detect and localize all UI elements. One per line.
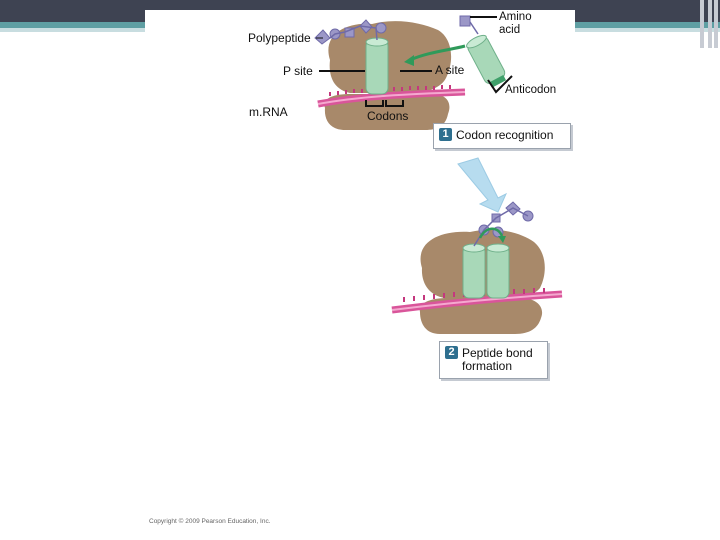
step-1-box: 1 Codon recognition [433,123,571,149]
ribosome-small-subunit [324,94,450,130]
polypeptide-chain [314,19,387,45]
a-site-label: A site [435,63,465,77]
mrna-label: m.RNA [249,105,288,119]
step-transition-arrow [457,157,508,213]
anticodon-label: Anticodon [505,84,557,96]
amino-acid-label-line2: acid [499,24,521,36]
trna-a-site-2 [486,245,510,299]
step-2-box: 2 Peptide bond formation [439,341,548,379]
polypeptide-label: Polypeptide [248,31,311,45]
step-2-number: 2 [445,346,458,359]
amino-acid-label-line1: Amino [499,11,532,23]
step-1-number: 1 [439,128,452,141]
slide-corner-line [700,0,704,48]
step-2-text-line2: formation [462,359,513,373]
incoming-trna [466,34,507,88]
mrna-strand-edge [317,91,466,105]
copyright-notice: Copyright © 2009 Pearson Education, Inc. [149,518,271,525]
step-1-text: Codon recognition [456,128,554,142]
amino-acid-icon [459,15,471,27]
ribosome-small-subunit-2 [419,298,543,334]
slide-corner-line [714,0,718,48]
p-site-label: P site [283,64,313,78]
step-2-text-line1: Peptide bond [462,346,533,360]
codons-bracket [365,100,404,107]
entry-arrow [409,44,466,62]
codons-label: Codons [367,109,409,123]
trna-p-site-2 [462,245,486,299]
slide-corner-line [708,0,712,48]
anticodon-bracket [487,75,513,94]
bond-formation-arrow [478,227,504,239]
ribosome-large-subunit [328,21,452,94]
trna-p-site [365,39,389,95]
